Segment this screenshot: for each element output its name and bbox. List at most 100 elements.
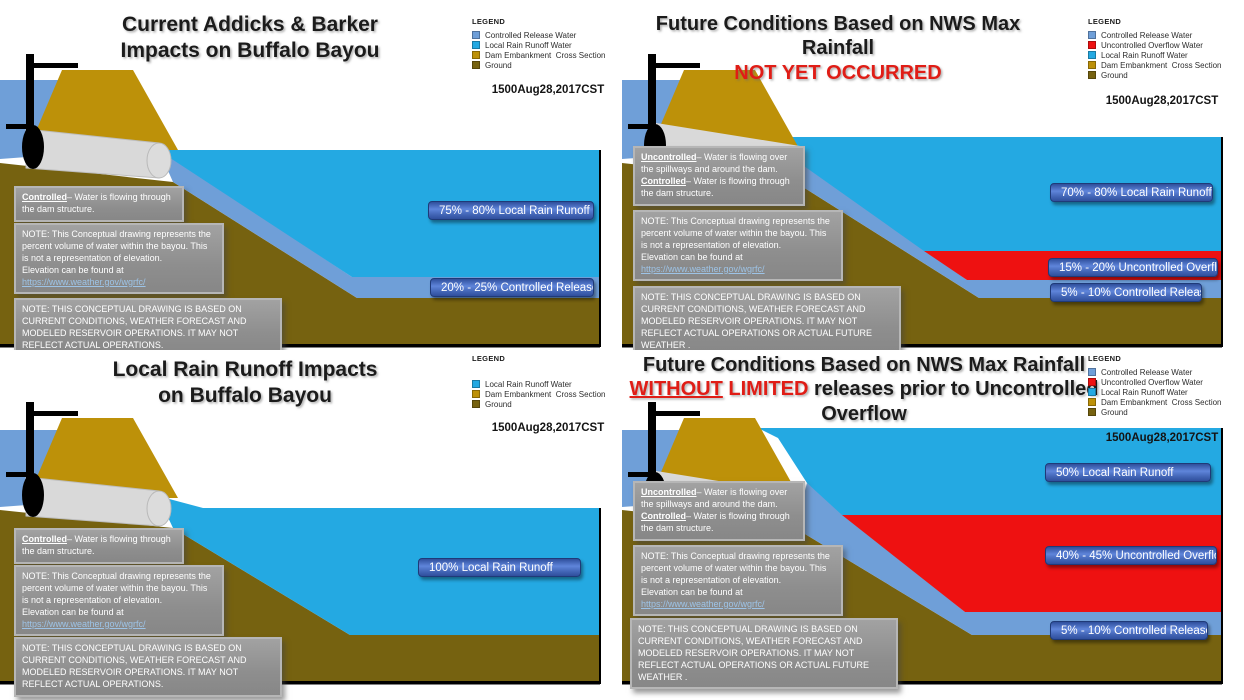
label-controlled-release: 20% - 25% Controlled Release (430, 278, 594, 297)
legend-swatch-controlled-release (472, 31, 480, 39)
dam-embankment (28, 70, 178, 150)
legend-swatch-controlled-release (1088, 368, 1096, 376)
legend-item: Controlled Release Water (1088, 31, 1238, 40)
panel-current-conditions: Current Addicks & Barker Impacts on Buff… (0, 0, 622, 358)
legend-item: Ground (472, 400, 622, 409)
gate-tower-arm-left (6, 472, 28, 477)
note-box: NOTE: This Conceptual drawing represents… (14, 565, 224, 637)
legend-item: Local Rain Runoff Water (1088, 388, 1238, 397)
gate-tower-arm (656, 63, 700, 68)
ground-bottom-border (0, 681, 600, 685)
legend: LEGEND Controlled Release Water Uncontro… (1088, 17, 1238, 81)
legend-swatch-uncontrolled-overflow (1088, 41, 1096, 49)
gate-tower-arm-left (628, 124, 650, 129)
legend-item: Ground (1088, 408, 1238, 417)
panel-future-without-limited-releases: Future Conditions Based on NWS Max Rainf… (622, 350, 1244, 700)
outlet-pipe-cap (146, 490, 172, 527)
note-box: NOTE: This Conceptual drawing represents… (633, 210, 843, 282)
legend-swatch-controlled-release (1088, 31, 1096, 39)
panel-title: Local Rain Runoff Impacts on Buffalo Bay… (112, 358, 378, 407)
legend-swatch-local-rain (1088, 51, 1096, 59)
legend-swatch-ground (1088, 71, 1096, 79)
legend-item: Controlled Release Water (1088, 368, 1238, 377)
legend-item: Uncontrolled Overflow Water (1088, 41, 1238, 50)
legend-item: Ground (1088, 71, 1238, 80)
panel-title-warning: WITHOUT (629, 378, 723, 401)
legend-title: LEGEND (1088, 354, 1122, 363)
gate-tower (26, 402, 34, 498)
legend-item: Dam Embankment Cross Section (1088, 61, 1238, 70)
callout-controlled: Controlled– Water is flowing through the… (14, 528, 184, 564)
gate-tower-arm-left (628, 472, 650, 477)
label-local-rain-runoff: 100% Local Rain Runoff (418, 558, 581, 577)
uncontrolled-overflow-region (842, 515, 1222, 612)
note-box: NOTE: This Conceptual drawing represents… (14, 223, 224, 295)
panel-title-warning: NOT YET OCCURRED (734, 61, 942, 84)
weather-gov-link[interactable]: https://www.weather.gov/wgrfc/ (641, 263, 765, 274)
panel-title: Future Conditions Based on NWS Max Rainf… (622, 12, 1054, 85)
label-controlled-release: 5% - 10% Controlled Release (1050, 621, 1208, 640)
controlled-release-band (765, 137, 1222, 298)
weather-gov-link[interactable]: https://www.weather.gov/wgrfc/ (22, 618, 146, 629)
legend: LEGEND Local Rain Runoff Water Dam Emban… (472, 354, 622, 410)
dam-embankment (28, 418, 178, 498)
gate-tower (648, 402, 656, 498)
legend-swatch-ground (1088, 408, 1096, 416)
weather-gov-link[interactable]: https://www.weather.gov/wgrfc/ (22, 276, 146, 287)
timestamp: 1500Aug28,2017CST (1105, 95, 1219, 107)
legend-spacer (472, 368, 622, 380)
callout-uncontrolled-controlled: Uncontrolled– Water is flowing over the … (633, 146, 805, 206)
legend-title: LEGEND (472, 17, 506, 26)
panel-future-conditions: Future Conditions Based on NWS Max Rainf… (622, 0, 1244, 358)
timestamp: 1500Aug28,2017CST (491, 422, 605, 434)
disclaimer-box: NOTE: THIS CONCEPTUAL DRAWING IS BASED O… (14, 298, 282, 358)
disclaimer-box: NOTE: THIS CONCEPTUAL DRAWING IS BASED O… (630, 618, 898, 690)
legend-item: Uncontrolled Overflow Water (1088, 378, 1238, 387)
legend-swatch-uncontrolled-overflow (1088, 378, 1096, 386)
label-uncontrolled-overflow: 15% - 20% Uncontrolled Overflow (1048, 258, 1218, 277)
gate-tower-arm (34, 411, 78, 416)
legend-item: Ground (472, 61, 622, 70)
controlled-release-band (795, 483, 1222, 635)
legend-swatch-local-rain (1088, 388, 1096, 396)
legend-swatch-local-rain (472, 380, 480, 388)
callout-controlled: Controlled– Water is flowing through the… (14, 186, 184, 222)
legend-item: Local Rain Runoff Water (1088, 51, 1238, 60)
label-local-rain-runoff: 50% Local Rain Runoff (1045, 463, 1211, 482)
legend-swatch-dam (1088, 61, 1096, 69)
label-uncontrolled-overflow: 40% - 45% Uncontrolled Overflow (1045, 546, 1217, 565)
local-rain-runoff-region (763, 137, 1222, 251)
note-box: NOTE: This Conceptual drawing represents… (633, 545, 843, 617)
timestamp: 1500Aug28,2017CST (1105, 432, 1219, 444)
gate-tower-arm (34, 63, 78, 68)
panel-title: Future Conditions Based on NWS Max Rainf… (629, 354, 1099, 425)
gate-tower (648, 54, 656, 150)
legend-title: LEGEND (472, 354, 506, 363)
legend-item: Dam Embankment Cross Section (1088, 398, 1238, 407)
disclaimer-box: NOTE: THIS CONCEPTUAL DRAWING IS BASED O… (633, 286, 901, 358)
legend-swatch-ground (472, 400, 480, 408)
label-local-rain-runoff: 70% - 80% Local Rain Runoff (1050, 183, 1213, 202)
gate-tower (26, 54, 34, 150)
gate-tower-arm (656, 411, 700, 416)
local-rain-runoff-region (758, 428, 1222, 515)
legend-item: Controlled Release Water (472, 31, 622, 40)
panel-local-rain-runoff: Local Rain Runoff Impacts on Buffalo Bay… (0, 350, 622, 700)
ground-bottom-border (622, 681, 1222, 685)
legend-swatch-local-rain (472, 41, 480, 49)
legend-swatch-dam (472, 390, 480, 398)
label-local-rain-runoff: 75% - 80% Local Rain Runoff (428, 201, 594, 220)
legend-item: Dam Embankment Cross Section (472, 51, 622, 60)
local-rain-runoff-region (158, 496, 600, 635)
legend-swatch-dam (1088, 398, 1096, 406)
panel-title: Current Addicks & Barker Impacts on Buff… (120, 13, 380, 62)
legend-swatch-dam (472, 51, 480, 59)
ground-bottom-border (0, 344, 600, 348)
legend: LEGEND Controlled Release Water Uncontro… (1088, 354, 1238, 418)
weather-gov-link[interactable]: https://www.weather.gov/wgrfc/ (641, 598, 765, 609)
timestamp: 1500Aug28,2017CST (491, 84, 605, 96)
label-controlled-release: 5% - 10% Controlled Release (1050, 283, 1202, 302)
legend-item: Local Rain Runoff Water (472, 380, 622, 389)
legend-swatch-ground (472, 61, 480, 69)
legend-title: LEGEND (1088, 17, 1122, 26)
